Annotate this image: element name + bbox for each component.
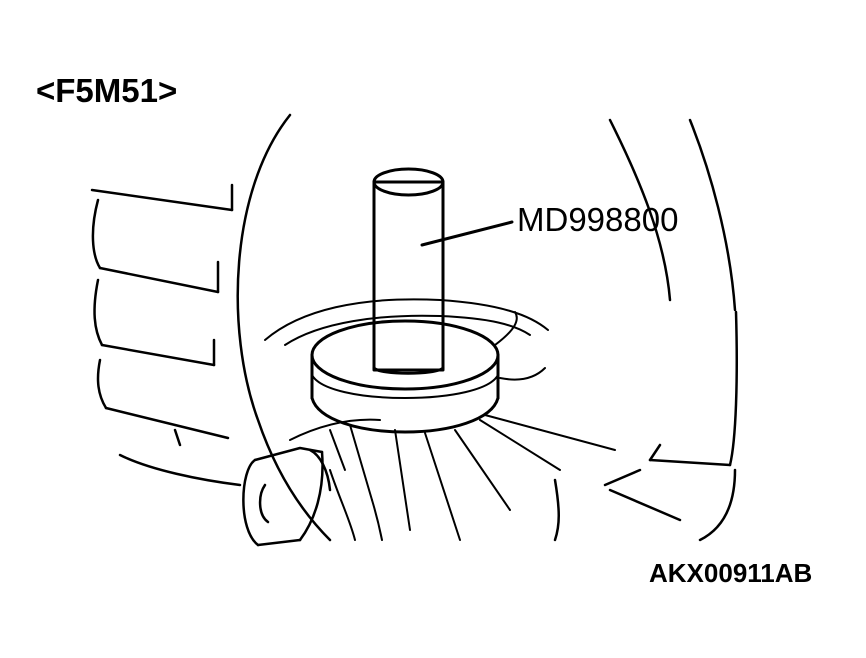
case-right-outline <box>553 118 738 542</box>
side-boss <box>242 446 332 547</box>
case-outer-arc <box>236 113 332 542</box>
callout-leader-line <box>420 220 514 247</box>
housing-fins-left <box>90 183 242 487</box>
gear-teeth <box>289 414 616 541</box>
tool-shaft <box>372 167 445 375</box>
tool-flange <box>310 319 500 434</box>
model-heading: <F5M51> <box>36 72 178 109</box>
tool-callout-label: MD998800 <box>517 201 679 238</box>
bearing-bore <box>264 298 549 381</box>
figure-code: AKX00911AB <box>649 558 813 588</box>
